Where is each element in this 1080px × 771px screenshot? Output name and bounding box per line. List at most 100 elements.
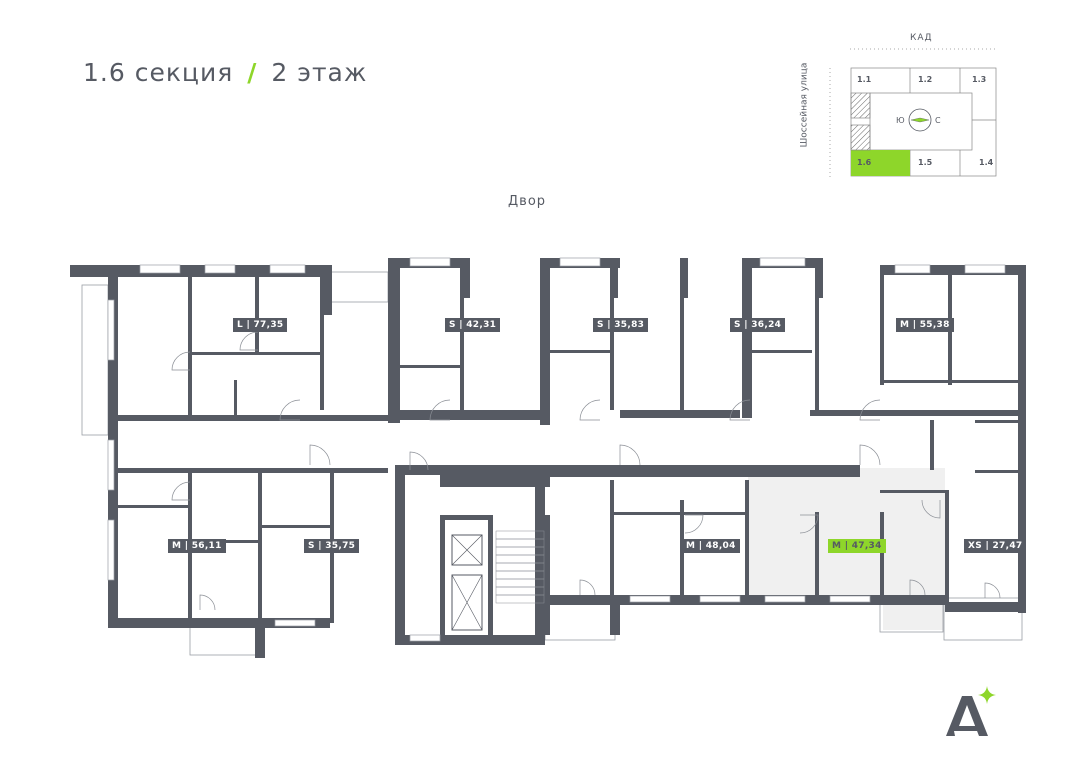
wall bbox=[255, 275, 259, 355]
minimap-section-1-5[interactable]: 1.5 bbox=[918, 158, 933, 167]
minimap-section-1-4[interactable]: 1.4 bbox=[979, 158, 994, 167]
wall bbox=[234, 380, 237, 415]
apartment-label[interactable]: L | 77,35 bbox=[233, 318, 288, 332]
wall bbox=[320, 300, 324, 410]
wall bbox=[815, 512, 819, 600]
elevator bbox=[451, 534, 483, 566]
compass-south-label: Ю bbox=[896, 116, 905, 125]
apartment-label-selected[interactable]: M | 47,34 bbox=[828, 539, 886, 553]
section-minimap: КАД Шоссейная улица 1.1 1.2 1.3 1.4 1.5 … bbox=[799, 30, 1000, 180]
door-swing bbox=[909, 579, 926, 596]
window bbox=[107, 299, 115, 361]
wall bbox=[880, 490, 945, 493]
wall bbox=[390, 410, 540, 420]
wall bbox=[488, 515, 493, 640]
window bbox=[829, 595, 871, 603]
wall bbox=[742, 258, 752, 418]
brand-logo bbox=[946, 686, 996, 736]
apartment-label[interactable]: M | 48,04 bbox=[682, 539, 740, 553]
door-swing bbox=[579, 399, 601, 421]
minimap-drawing bbox=[829, 48, 997, 178]
door-swing bbox=[859, 399, 881, 421]
wall bbox=[945, 602, 1025, 612]
window bbox=[759, 257, 806, 267]
wall bbox=[610, 480, 614, 600]
minimap-section-1-1[interactable]: 1.1 bbox=[857, 75, 872, 84]
door-swing bbox=[684, 514, 704, 534]
wall bbox=[880, 275, 884, 385]
wall bbox=[880, 265, 1025, 275]
elevator-cross bbox=[451, 534, 483, 566]
wall bbox=[620, 410, 740, 418]
yard-label: Двор bbox=[508, 194, 547, 209]
minimap-section-1-6[interactable]: 1.6 bbox=[857, 158, 872, 167]
section-title: 1.6 секция bbox=[83, 58, 234, 87]
wall bbox=[540, 258, 550, 418]
door-swing bbox=[429, 399, 451, 421]
window bbox=[699, 595, 741, 603]
apartment-label[interactable]: S | 36,24 bbox=[730, 318, 786, 332]
wall bbox=[610, 512, 745, 515]
wall bbox=[108, 618, 330, 628]
door-swing bbox=[984, 582, 1001, 599]
apartment-label[interactable]: M | 55,38 bbox=[896, 318, 954, 332]
door-swing bbox=[309, 444, 331, 466]
window bbox=[409, 634, 441, 642]
wall bbox=[610, 595, 620, 635]
door-swing bbox=[921, 499, 941, 519]
door-swing bbox=[619, 444, 641, 466]
apartment-label[interactable]: S | 42,31 bbox=[445, 318, 501, 332]
door-swing bbox=[729, 399, 751, 421]
balcony bbox=[943, 597, 1023, 641]
wall bbox=[815, 275, 819, 415]
wall bbox=[545, 465, 860, 477]
compass-north-label: С bbox=[935, 116, 941, 125]
minimap-section-1-3[interactable]: 1.3 bbox=[972, 75, 987, 84]
door-swing bbox=[799, 514, 819, 534]
door-swing bbox=[171, 351, 191, 371]
wall bbox=[742, 350, 812, 353]
minimap-active-section[interactable] bbox=[851, 150, 910, 176]
wall bbox=[1018, 265, 1026, 613]
window bbox=[204, 264, 236, 274]
window bbox=[559, 257, 601, 267]
apartment-label[interactable]: XS | 27,47 bbox=[964, 539, 1027, 553]
compass-icon bbox=[908, 108, 932, 132]
wall bbox=[810, 410, 1020, 416]
window bbox=[107, 519, 115, 581]
wall bbox=[400, 365, 460, 368]
door-swing bbox=[239, 331, 259, 351]
page-title: 1.6 секция/2 этаж bbox=[83, 58, 367, 87]
door-swing bbox=[171, 481, 191, 501]
wall bbox=[395, 635, 545, 645]
wall bbox=[880, 512, 884, 600]
wall bbox=[610, 258, 618, 298]
wall bbox=[545, 515, 550, 635]
apartment-label[interactable]: M | 56,11 bbox=[168, 539, 226, 553]
wall bbox=[460, 258, 470, 298]
wall bbox=[258, 473, 262, 623]
window bbox=[139, 264, 181, 274]
wall bbox=[945, 490, 949, 605]
road-label-kad: КАД bbox=[910, 33, 933, 43]
selected-apartment-area bbox=[748, 468, 945, 600]
wall bbox=[188, 275, 192, 415]
door-swing bbox=[279, 399, 301, 421]
wall bbox=[975, 470, 1020, 473]
sparkle-icon bbox=[978, 686, 996, 704]
wall bbox=[258, 525, 330, 528]
apartment-label[interactable]: S | 35,75 bbox=[304, 539, 360, 553]
wall bbox=[118, 505, 190, 508]
apartment-label[interactable]: S | 35,83 bbox=[593, 318, 649, 332]
door-swing bbox=[859, 444, 881, 466]
wall bbox=[930, 420, 934, 470]
window bbox=[409, 257, 451, 267]
wall bbox=[118, 468, 388, 473]
window bbox=[274, 619, 316, 627]
wall bbox=[880, 380, 1020, 383]
elevator-cross bbox=[451, 574, 483, 631]
wall bbox=[108, 415, 390, 421]
minimap-section-1-2[interactable]: 1.2 bbox=[918, 75, 933, 84]
wall bbox=[440, 465, 550, 487]
